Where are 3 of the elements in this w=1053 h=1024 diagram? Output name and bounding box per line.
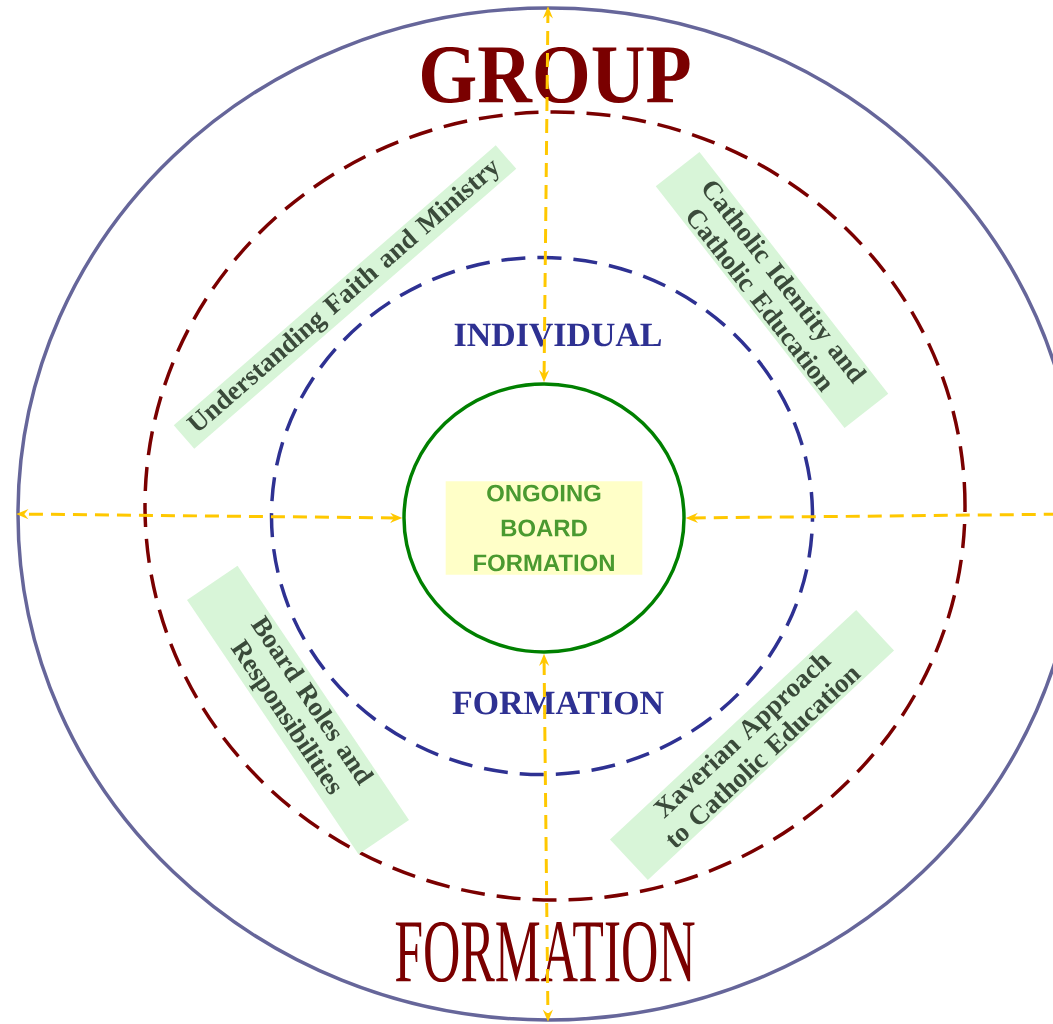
ring-heading: GROUP [422, 46, 690, 104]
ring-heading: FORMATION [395, 921, 695, 983]
center-label: ONGOING BOARD FORMATION [445, 481, 643, 575]
